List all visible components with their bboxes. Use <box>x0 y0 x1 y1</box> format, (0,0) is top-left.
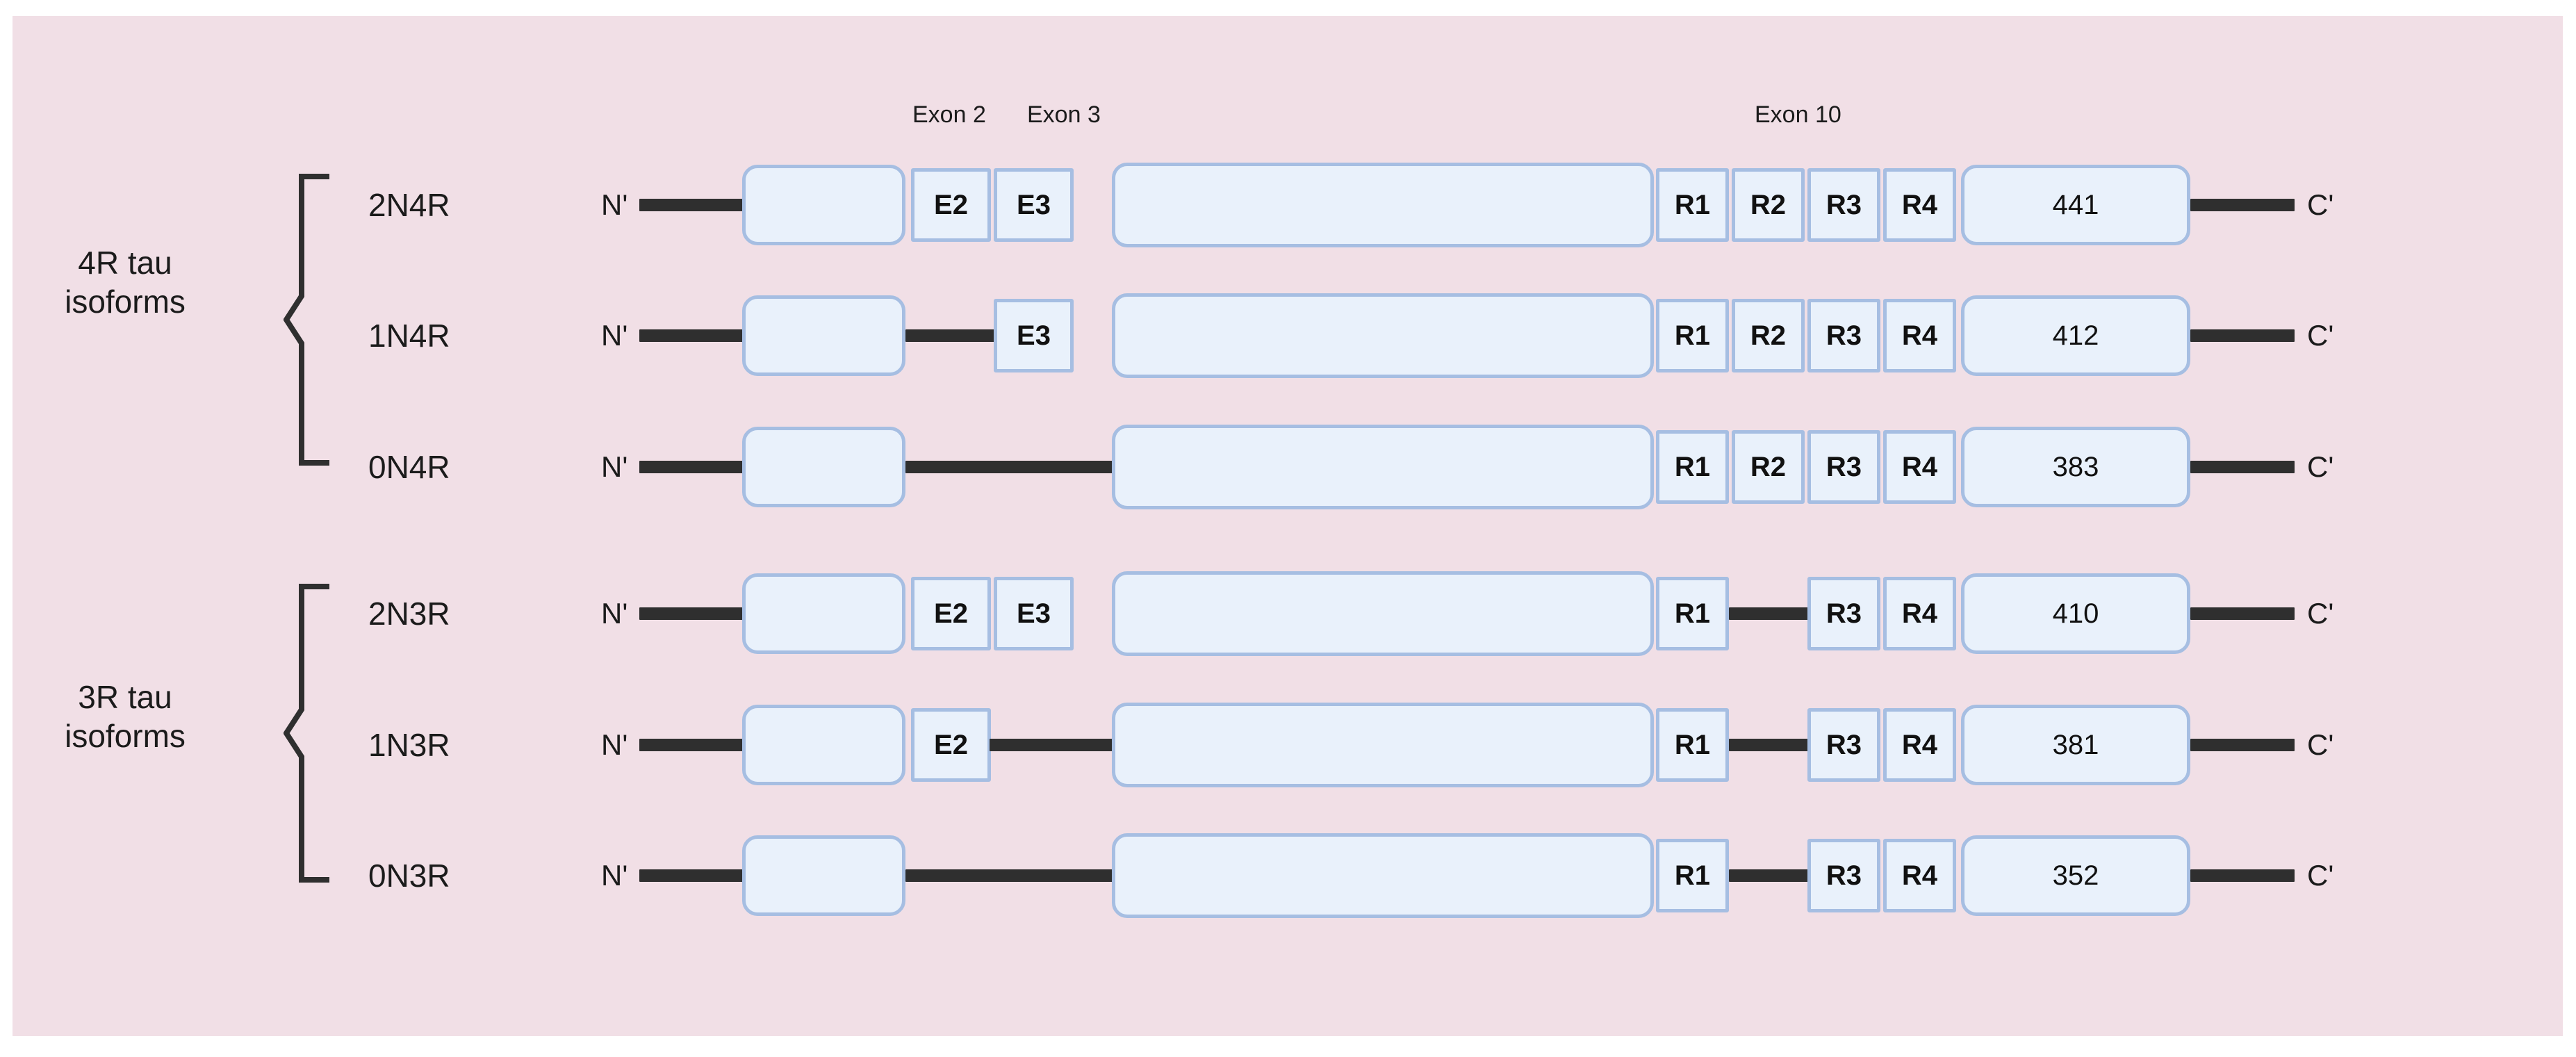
n-terminus-label: N' <box>601 597 628 630</box>
isoform-name-label: 0N4R <box>368 449 450 485</box>
linker-connector <box>1729 607 1823 620</box>
exon-header-label: Exon 10 <box>1755 101 1841 128</box>
isoform-name-label: 2N3R <box>368 596 450 632</box>
r4-box: R4 <box>1883 168 1956 242</box>
linker-connector <box>990 739 1115 751</box>
linker-connector <box>2190 739 2295 751</box>
linker-connector <box>905 869 1114 882</box>
proline-box <box>1112 425 1654 509</box>
r3-box: R3 <box>1807 839 1880 912</box>
r2-box: R2 <box>1732 430 1805 504</box>
n1-box <box>742 573 905 654</box>
n-terminus-label: N' <box>601 859 628 892</box>
linker-connector <box>639 869 744 882</box>
n1-box <box>742 165 905 245</box>
linker-connector <box>2190 607 2295 620</box>
n1-box <box>742 295 905 376</box>
r4-box: R4 <box>1883 577 1956 650</box>
c-terminus-label: C' <box>2307 319 2334 352</box>
e3-box: E3 <box>994 299 1074 372</box>
isoform-name-label: 1N4R <box>368 318 450 354</box>
linker-connector <box>639 607 744 620</box>
r1-box: R1 <box>1656 299 1729 372</box>
r4-box: R4 <box>1883 430 1956 504</box>
proline-box <box>1112 703 1654 787</box>
r2-box: R2 <box>1732 299 1805 372</box>
linker-connector <box>639 199 744 211</box>
exon-header-label: Exon 3 <box>1027 101 1101 128</box>
proline-box <box>1112 163 1654 247</box>
linker-connector <box>639 739 744 751</box>
e3-box: E3 <box>994 168 1074 242</box>
linker-connector <box>639 461 744 473</box>
linker-connector <box>905 329 994 342</box>
linker-connector <box>2190 869 2295 882</box>
r4-box: R4 <box>1883 299 1956 372</box>
n1-box <box>742 427 905 507</box>
tau-isoform-diagram: Exon 2 Exon 3 Exon 10 4R tau isoforms 3R tau… <box>13 16 2563 1036</box>
r3-box: R3 <box>1807 430 1880 504</box>
proline-box <box>1112 833 1654 918</box>
r1-box: R1 <box>1656 577 1729 650</box>
n-terminus-label: N' <box>601 450 628 483</box>
r3-box: R3 <box>1807 168 1880 242</box>
linker-connector <box>2190 329 2295 342</box>
r1-box: R1 <box>1656 839 1729 912</box>
r3-box: R3 <box>1807 299 1880 372</box>
isoform-name-label: 2N4R <box>368 187 450 223</box>
e3-box: E3 <box>994 577 1074 650</box>
linker-connector <box>2190 461 2295 473</box>
linker-connector <box>639 329 744 342</box>
r1-box: R1 <box>1656 708 1729 782</box>
r4-box: R4 <box>1883 839 1956 912</box>
e2-box: E2 <box>911 708 991 782</box>
isoform-name-label: 1N3R <box>368 727 450 763</box>
exon-header-label: Exon 2 <box>912 101 986 128</box>
c-terminus-label: C' <box>2307 859 2334 892</box>
c-term-box: 383 <box>1961 427 2190 507</box>
linker-connector <box>1729 869 1823 882</box>
isoform-group-label: 4R tau isoforms <box>65 245 186 320</box>
n-terminus-label: N' <box>601 188 628 221</box>
c-term-box: 441 <box>1961 165 2190 245</box>
c-terminus-label: C' <box>2307 450 2334 483</box>
c-term-box: 410 <box>1961 573 2190 654</box>
proline-box <box>1112 293 1654 378</box>
r2-box: R2 <box>1732 168 1805 242</box>
c-terminus-label: C' <box>2307 728 2334 761</box>
linker-connector <box>905 461 1114 473</box>
n1-box <box>742 835 905 916</box>
isoform-group-label: 3R tau isoforms <box>65 679 186 754</box>
c-term-box: 412 <box>1961 295 2190 376</box>
r4-box: R4 <box>1883 708 1956 782</box>
c-terminus-label: C' <box>2307 597 2334 630</box>
n-terminus-label: N' <box>601 319 628 352</box>
r3-box: R3 <box>1807 708 1880 782</box>
proline-box <box>1112 571 1654 656</box>
group-brace-icon <box>284 584 329 883</box>
n-terminus-label: N' <box>601 728 628 761</box>
isoform-name-label: 0N3R <box>368 858 450 894</box>
r1-box: R1 <box>1656 430 1729 504</box>
c-terminus-label: C' <box>2307 188 2334 221</box>
e2-box: E2 <box>911 577 991 650</box>
e2-box: E2 <box>911 168 991 242</box>
c-term-box: 381 <box>1961 705 2190 785</box>
n1-box <box>742 705 905 785</box>
r3-box: R3 <box>1807 577 1880 650</box>
linker-connector <box>1729 739 1823 751</box>
r1-box: R1 <box>1656 168 1729 242</box>
group-brace-icon <box>284 174 329 466</box>
linker-connector <box>2190 199 2295 211</box>
c-term-box: 352 <box>1961 835 2190 916</box>
